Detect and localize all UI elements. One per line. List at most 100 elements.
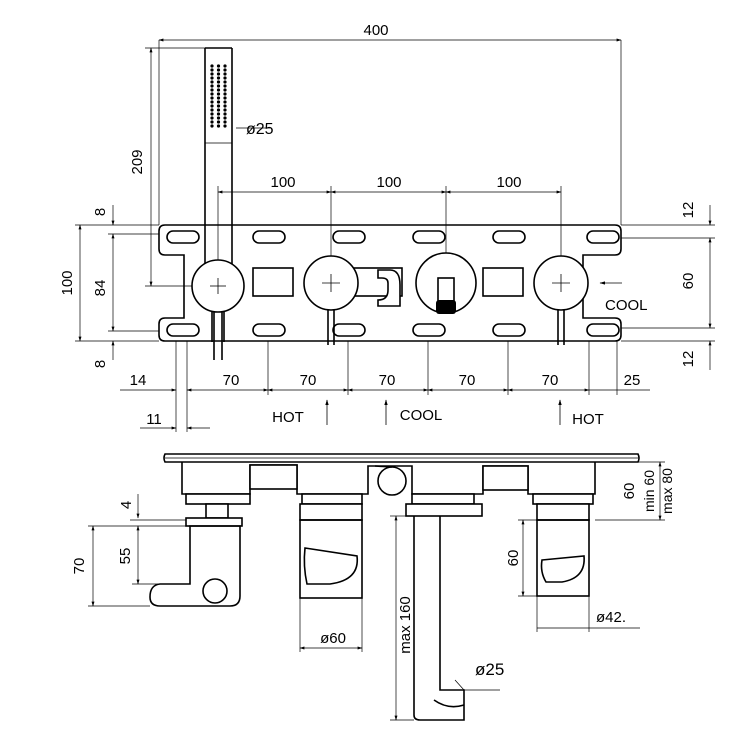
slot [166,323,200,337]
dim-diverter-lip: 4 [118,501,135,509]
side-dimension-lines [88,461,665,721]
slot [586,323,620,337]
mounting-slots [166,230,620,337]
extension-lines [75,40,715,432]
dim-bottom-70c: 70 [379,372,396,389]
dim-recess-min: min 60 [641,470,657,512]
dim-hand-shower-height: 209 [129,149,146,174]
sprayer-hole [210,80,214,84]
sprayer-hole [223,64,227,68]
diverter-side [149,493,251,607]
sprayer-hole [216,120,221,124]
dim-bottom-70a: 70 [223,372,240,389]
handle-hot-left [303,255,359,345]
sprayer-hole [210,84,214,88]
sprayer-hole [223,120,227,124]
sprayer-hole [210,72,214,76]
slot [166,230,200,244]
slot [252,230,286,244]
sprayer-hole [216,88,221,92]
channel-left [252,267,294,297]
dim-bottom-14: 14 [130,372,147,389]
sprayer-hole [210,96,214,100]
label-hot-right: HOT [572,411,604,428]
sprayer-hole [210,64,214,68]
front-view: 400 209 ø25 100 100 100 100 84 8 8 12 60… [59,22,715,432]
side-view: 60 min 60 max 80 4 70 55 ø60 max 160 ø25… [71,453,675,721]
hose-elbow [377,269,401,307]
handle-hot-right [533,255,589,345]
slot [412,323,446,337]
label-hot-left: HOT [272,409,304,426]
dim-rosette-diameter: ø42. [596,609,626,626]
sprayer-hole [216,68,221,72]
sprayer-hole [216,80,221,84]
slot [332,323,366,337]
slot [492,230,526,244]
sprayer-hole [210,124,214,128]
sprayer-hole [210,92,214,96]
dimension-lines [78,38,712,430]
sprayer-hole [210,88,214,92]
dim-spout-length: max 160 [397,596,414,654]
dim-spacing-1: 100 [270,174,295,191]
sprayer-hole [223,92,227,96]
dim-inner-height: 84 [92,280,109,297]
dim-right-middle: 60 [680,273,697,290]
dim-bottom-25: 25 [624,372,641,389]
dim-recess-60: 60 [621,483,638,500]
sprayer-hole [210,100,214,104]
sprayer-hole [216,108,221,112]
dim-diverter-body: 55 [117,548,134,565]
dim-hand-shower-diameter: ø25 [246,121,274,138]
crosshair-icon [322,274,340,292]
sprayer-hole [210,120,214,124]
sprayer-hole [223,72,227,76]
dim-offset-11: 11 [146,411,162,428]
handle-diverter [191,259,245,342]
sprayer-hole [223,112,227,116]
sprayer-hole [210,104,214,108]
slot [412,230,446,244]
sprayer-hole [210,108,214,112]
sprayer-hole [223,68,227,72]
dim-edge-bottom: 8 [92,360,109,368]
dim-bottom-70e: 70 [542,372,559,389]
dim-plate-height: 100 [59,270,76,295]
channel-right [482,267,524,297]
sprayer-hole [216,104,221,108]
dim-overall-width: 400 [363,22,388,39]
sprayer-holes-icon [210,64,227,128]
hose-connector-side [377,466,407,496]
sprayer-hole [210,76,214,80]
sprayer-hole [216,112,221,116]
sprayer-hole [216,96,221,100]
body-box-2 [482,465,529,491]
sprayer-hole [210,68,214,72]
sprayer-hole [216,92,221,96]
sprayer-hole [223,104,227,108]
slot [586,230,620,244]
sprayer-hole [223,80,227,84]
slot [492,323,526,337]
sprayer-hole [223,116,227,120]
hand-shower [204,47,233,360]
slot [252,323,286,337]
dim-handle-diameter: ø60 [320,630,346,647]
sprayer-hole [223,88,227,92]
sprayer-hole [216,100,221,104]
label-cool-side: COOL [605,297,648,314]
handle-hot-left-side [299,493,363,599]
dim-edge-top: 8 [92,208,109,216]
sprayer-hole [223,76,227,80]
sprayer-hole [216,84,221,88]
sprayer-hole [210,112,214,116]
dim-recess-max: max 80 [659,468,675,514]
dim-right-edge-bottom: 12 [680,351,697,368]
sprayer-hole [210,116,214,120]
dim-right-edge-top: 12 [680,202,697,219]
dim-diverter-height: 70 [71,558,88,575]
arrow-up-icon [325,399,562,425]
dim-spacing-2: 100 [376,174,401,191]
